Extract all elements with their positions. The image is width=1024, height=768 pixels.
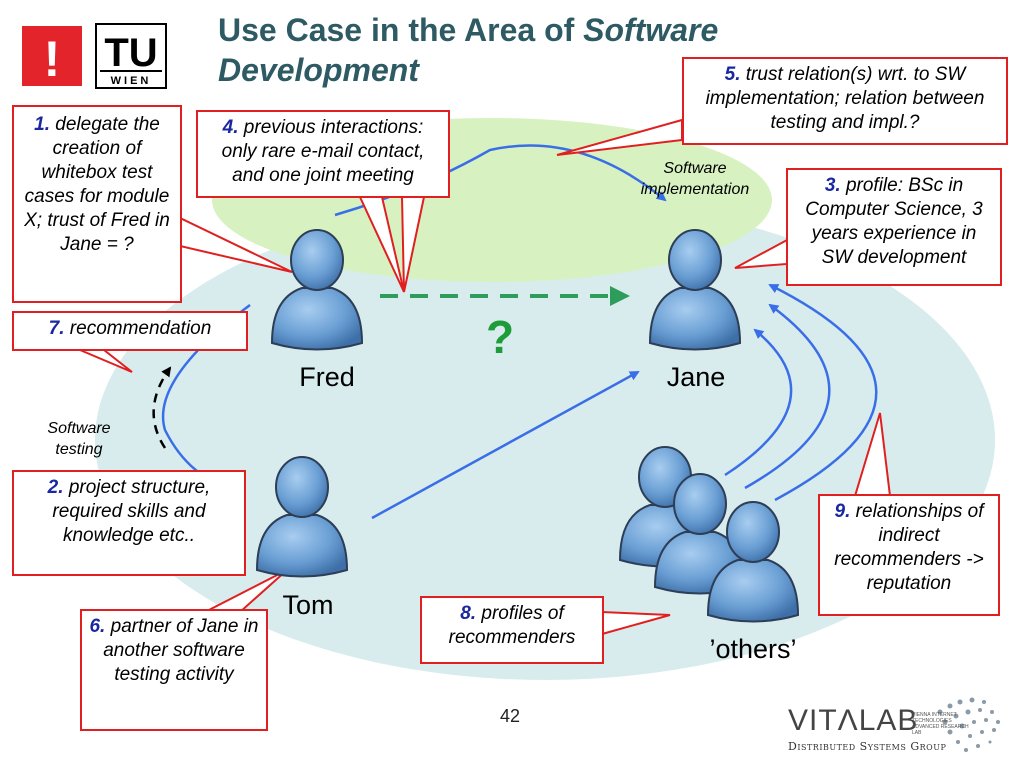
callout-1-num: 1. xyxy=(34,114,50,135)
callout-8: 8. profiles of recommenders xyxy=(420,596,604,664)
arrow-others-to-jane-2 xyxy=(744,303,831,490)
callout-6-num: 6. xyxy=(89,616,106,637)
callout-9-text: relationships of indirect recommenders -… xyxy=(834,501,984,594)
title-line2: Development xyxy=(218,52,419,88)
callout-5-num: 5. xyxy=(724,64,741,85)
vitalab-logo-name: VITΛLAB xyxy=(788,704,919,737)
callout-4: 4. previous interactions: only rare e-ma… xyxy=(196,110,450,198)
trust-question-mark: ? xyxy=(486,311,515,363)
person-jane-name: Jane xyxy=(666,362,726,392)
callout-2-num: 2. xyxy=(47,477,64,498)
tu-logo-wien: WIEN xyxy=(111,75,152,87)
vitalab-dots-icon xyxy=(937,697,1000,752)
slide-title: Use Case in the Area of Software Develop… xyxy=(218,10,858,90)
callout-1-text: delegate the creation of whitebox test c… xyxy=(24,114,170,255)
callout-7-num: 7. xyxy=(48,318,65,339)
person-tom-name: Tom xyxy=(282,590,334,620)
callout-1: 1. delegate the creation of whitebox tes… xyxy=(12,105,182,303)
callout-9: 9. relationships of indirect recommender… xyxy=(818,494,1000,616)
software-testing-label: Software testing xyxy=(47,420,111,458)
arrow-trust-head xyxy=(610,286,630,306)
software-implementation-label: Software implementation xyxy=(640,160,750,198)
callout-2-text: project structure, required skills and k… xyxy=(52,477,211,546)
callout-5: 5. trust relation(s) wrt. to SW implemen… xyxy=(682,57,1008,145)
arrow-recommendation xyxy=(152,366,172,449)
title-italic: Software xyxy=(583,12,719,48)
callout-4-num: 4. xyxy=(222,117,239,138)
arrow-others-to-jane-3 xyxy=(768,283,878,502)
arrow-tom-to-jane xyxy=(371,370,640,520)
tu-logo-text: TU xyxy=(104,31,157,75)
callout-6-text: partner of Jane in another software test… xyxy=(103,616,259,685)
arrow-others-to-jane-1 xyxy=(724,328,793,477)
callout-7: 7. recommendation xyxy=(12,311,248,351)
page-number: 42 xyxy=(500,706,521,726)
vitalab-logo: VITΛLAB VIENNA INTERNET TECHNOLOGIES ADV… xyxy=(788,700,1008,760)
callout-2: 2. project structure, required skills an… xyxy=(12,470,246,576)
callout-9-num: 9. xyxy=(834,501,851,522)
person-jane-icon xyxy=(648,229,742,351)
title-main: Use Case in the Area of xyxy=(218,12,584,48)
person-fred-name: Fred xyxy=(299,362,355,392)
person-others-3-icon xyxy=(706,501,800,623)
callout-8-text: profiles of recommenders xyxy=(448,603,576,648)
callout-7-text: recommendation xyxy=(69,318,212,339)
callout-8-num: 8. xyxy=(460,603,477,624)
callout-5-text: trust relation(s) wrt. to SW implementat… xyxy=(705,64,985,133)
exclaim-logo-box xyxy=(22,26,82,86)
person-others-name: ’others’ xyxy=(709,634,797,664)
tu-logo-box xyxy=(95,23,167,89)
callout-4-text: previous interactions: only rare e-mail … xyxy=(221,117,425,186)
callout-6: 6. partner of Jane in another software t… xyxy=(80,609,268,731)
callout-3-num: 3. xyxy=(824,175,841,196)
vitalab-logo-small: VIENNA INTERNET TECHNOLOGIES ADVANCED RE… xyxy=(912,712,969,736)
exclaim-logo-text: ! xyxy=(44,31,61,87)
person-tom-icon xyxy=(255,456,349,578)
callout-3-text: profile: BSc in Computer Science, 3 year… xyxy=(805,175,983,268)
person-fred-icon xyxy=(270,229,364,351)
callout-3: 3. profile: BSc in Computer Science, 3 y… xyxy=(786,168,1002,286)
vitalab-logo-group: Distributed Systems Group xyxy=(788,740,947,753)
